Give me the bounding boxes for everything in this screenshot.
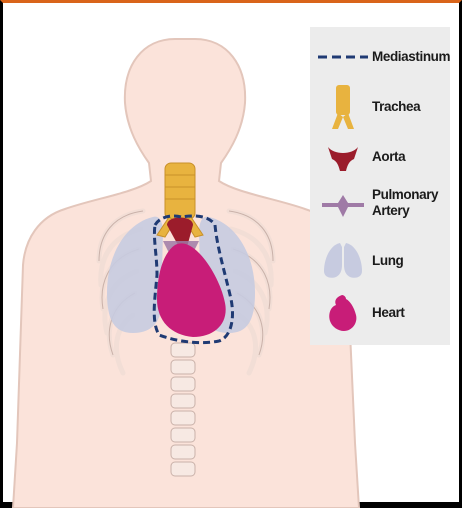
legend-item-trachea: Trachea [310,83,450,133]
legend-item-mediastinum: Mediastinum [310,47,450,67]
legend-label-trachea: Trachea [372,99,420,115]
pulmonary-artery-icon [316,189,370,223]
trachea-icon [316,83,370,133]
legend-label-mediastinum: Mediastinum [372,49,450,65]
legend-label-aorta: Aorta [372,149,405,165]
legend-item-aorta: Aorta [310,141,450,175]
legend-label-pulmonary-artery: Pulmonary Artery [372,187,438,219]
aorta-icon [316,141,370,175]
heart-icon [316,289,370,333]
legend-label-lung: Lung [372,253,403,269]
legend-panel: Mediastinum Trachea Aorta Pulmonary Arte… [310,27,450,345]
legend-label-heart: Heart [372,305,405,321]
legend-item-pulmonary-artery: Pulmonary Artery [310,185,450,229]
legend-item-lung: Lung [310,237,450,281]
mediastinum-dash-icon [316,51,370,63]
legend-item-heart: Heart [310,289,450,333]
lung-icon [316,237,370,281]
